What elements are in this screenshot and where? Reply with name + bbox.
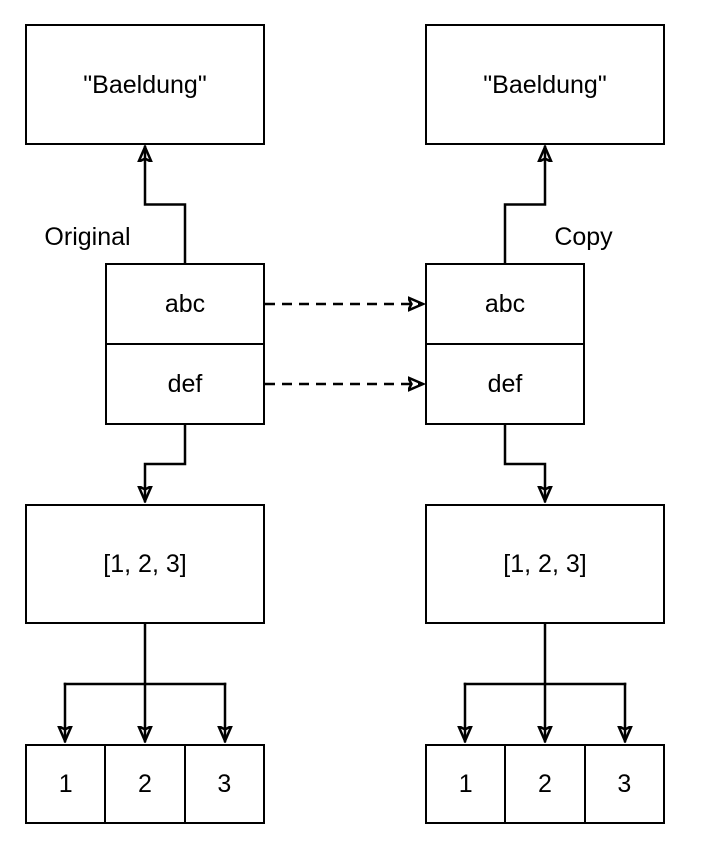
string-box-copy-text: "Baeldung" <box>483 70 607 99</box>
array-original-cell-2-text: 2 <box>138 770 152 798</box>
arrow-original-to-string <box>145 147 187 265</box>
object-copy-field-abc: abc <box>427 265 583 345</box>
label-copy: Copy <box>554 223 613 251</box>
object-copy-field-def-text: def <box>487 370 523 398</box>
object-box-copy: abc def <box>425 263 585 425</box>
array-copy-cell-1: 1 <box>427 746 504 822</box>
array-cells-original: 1 2 3 <box>25 744 265 824</box>
array-original-cell-2: 2 <box>104 746 183 822</box>
label-original: Original <box>44 223 131 251</box>
array-copy-cell-3: 3 <box>583 746 663 822</box>
array-original-cell-1: 1 <box>27 746 104 822</box>
array-cells-copy: 1 2 3 <box>425 744 665 824</box>
array-copy-cell-2: 2 <box>504 746 583 822</box>
string-box-copy: "Baeldung" <box>425 24 665 145</box>
list-box-copy: [1, 2, 3] <box>425 504 665 624</box>
array-original-cell-1-text: 1 <box>58 770 73 798</box>
array-copy-cell-2-text: 2 <box>538 770 552 798</box>
object-original-field-abc-text: abc <box>164 290 206 318</box>
list-box-copy-text: [1, 2, 3] <box>503 550 587 578</box>
object-box-original: abc def <box>105 263 265 425</box>
array-original-cell-3-text: 3 <box>217 770 232 798</box>
arrow-original-to-list <box>145 423 187 501</box>
list-box-original-text: [1, 2, 3] <box>103 550 187 578</box>
arrow-copy-to-string <box>503 147 545 265</box>
array-copy-cell-3-text: 3 <box>617 770 632 798</box>
arrow-copy-to-list <box>503 423 545 501</box>
array-original-cell-3: 3 <box>183 746 263 822</box>
object-original-field-def-text: def <box>167 370 203 398</box>
string-box-original: "Baeldung" <box>25 24 265 145</box>
object-original-field-abc: abc <box>107 265 263 345</box>
object-copy-field-def: def <box>427 345 583 423</box>
list-box-original: [1, 2, 3] <box>25 504 265 624</box>
object-original-field-def: def <box>107 345 263 423</box>
object-copy-field-abc-text: abc <box>484 290 526 318</box>
string-box-original-text: "Baeldung" <box>83 70 207 99</box>
array-copy-cell-1-text: 1 <box>458 770 473 798</box>
